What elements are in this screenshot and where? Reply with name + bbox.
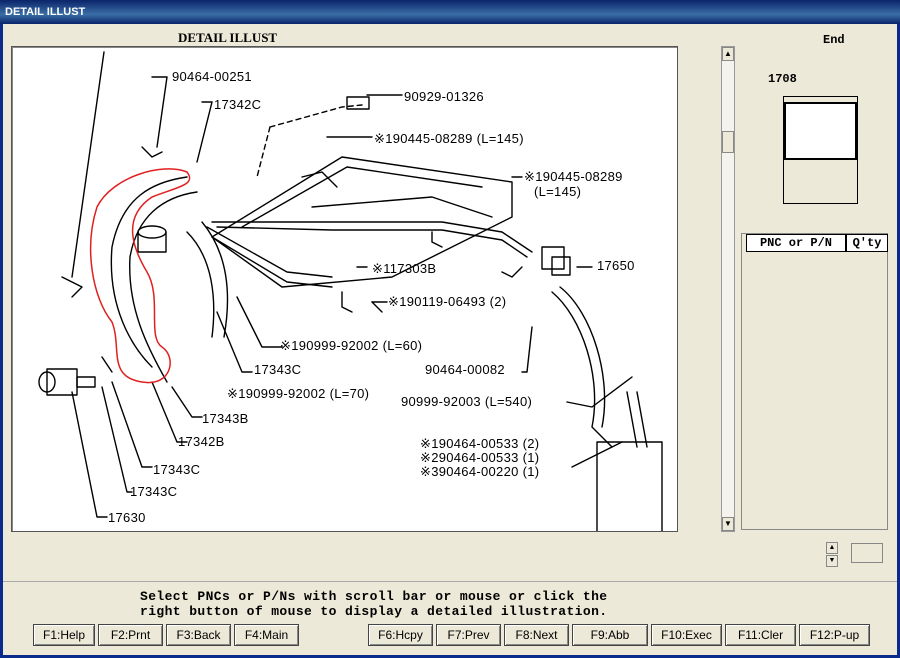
window-titlebar: DETAIL ILLUST xyxy=(0,0,900,24)
highlight-loop xyxy=(89,168,191,384)
callout-190464-00533[interactable]: ※190464-00533 (2) xyxy=(420,436,540,451)
callout-190999-92002-l70[interactable]: ※190999-92002 (L=70) xyxy=(227,386,370,401)
column-header-qty: Q'ty xyxy=(846,234,888,252)
callout-17630[interactable]: 17630 xyxy=(108,510,146,525)
f3-back-button[interactable]: F3:Back xyxy=(166,624,231,646)
illustration-scrollbar[interactable]: ▲ ▼ xyxy=(721,46,735,532)
status-message: Select PNCs or P/Ns with scroll bar or m… xyxy=(140,589,607,619)
scroll-thumb[interactable] xyxy=(722,131,734,153)
f12-popup-button[interactable]: F12:P-up xyxy=(799,624,870,646)
end-label: End xyxy=(823,33,845,47)
f1-help-button[interactable]: F1:Help xyxy=(33,624,95,646)
parts-diagram[interactable] xyxy=(12,47,678,532)
hose-right xyxy=(551,291,613,448)
scroll-up-arrow-icon[interactable]: ▲ xyxy=(722,47,734,61)
quantity-box[interactable] xyxy=(851,543,883,563)
f2-print-button[interactable]: F2:Prnt xyxy=(98,624,163,646)
f10-exec-button[interactable]: F10:Exec xyxy=(651,624,722,646)
thumbnail-viewport[interactable] xyxy=(784,102,857,160)
spin-up-icon[interactable]: ▲ xyxy=(826,542,838,554)
callout-17343c-mid[interactable]: 17343C xyxy=(254,362,302,377)
page-number: 1708 xyxy=(768,72,797,86)
callout-190999-92002-l60[interactable]: ※190999-92002 (L=60) xyxy=(280,338,423,353)
callout-90929-01326[interactable]: 90929-01326 xyxy=(404,89,484,104)
callout-17343b[interactable]: 17343B xyxy=(202,411,249,426)
clamp-top xyxy=(346,96,370,110)
canister-body xyxy=(211,156,513,288)
callout-390464-00220[interactable]: ※390464-00220 (1) xyxy=(420,464,540,479)
callout-190445-08289-b[interactable]: ※190445-08289 xyxy=(524,169,623,184)
f8-next-button[interactable]: F8:Next xyxy=(504,624,569,646)
callout-190119-06493[interactable]: ※190119-06493 (2) xyxy=(388,294,507,309)
f9-abbreviation-button[interactable]: F9:Abb xyxy=(572,624,648,646)
navigation-thumbnail[interactable] xyxy=(783,96,858,204)
callout-90464-00082[interactable]: 90464-00082 xyxy=(425,362,505,377)
f7-prev-button[interactable]: F7:Prev xyxy=(436,624,501,646)
quantity-spinner[interactable]: ▲ ▼ xyxy=(826,542,840,568)
scroll-down-arrow-icon[interactable]: ▼ xyxy=(722,517,734,531)
f4-main-button[interactable]: F4:Main xyxy=(234,624,299,646)
callout-290464-00533[interactable]: ※290464-00533 (1) xyxy=(420,450,540,465)
f6-hardcopy-button[interactable]: F6:Hcpy xyxy=(368,624,433,646)
parts-table[interactable]: PNC or P/N Q'ty xyxy=(741,233,888,530)
hose-left-b xyxy=(129,191,198,383)
spin-down-icon[interactable]: ▼ xyxy=(826,555,838,567)
callout-190445-08289-a[interactable]: ※190445-08289 (L=145) xyxy=(374,131,524,146)
filter-body xyxy=(596,441,663,531)
callout-190445-08289-b-len[interactable]: (L=145) xyxy=(534,184,582,199)
hose-mid xyxy=(186,231,215,338)
valve-block xyxy=(541,246,565,270)
callout-117303b[interactable]: ※117303B xyxy=(372,261,437,276)
hose-left-a xyxy=(110,176,188,368)
callout-90999-92003[interactable]: 90999-92003 (L=540) xyxy=(401,394,533,409)
callout-17650[interactable]: 17650 xyxy=(597,258,635,273)
callout-90464-00251[interactable]: 90464-00251 xyxy=(172,69,252,84)
canister-top xyxy=(241,166,483,228)
f11-clear-button[interactable]: F11:Cler xyxy=(725,624,796,646)
illustration-title: DETAIL ILLUST xyxy=(178,30,278,45)
callout-17343c-lower-b[interactable]: 17343C xyxy=(130,484,178,499)
callout-17343c-lower-a[interactable]: 17343C xyxy=(153,462,201,477)
illustration-canvas[interactable]: 90464-00251 17342C 90929-01326 ※190445-0… xyxy=(11,46,678,532)
callout-17342c-top[interactable]: 17342C xyxy=(214,97,262,112)
column-header-pnc: PNC or P/N xyxy=(746,234,846,252)
callout-17342b[interactable]: 17342B xyxy=(178,434,225,449)
status-line-2: right button of mouse to display a detai… xyxy=(140,604,608,619)
status-line-1: Select PNCs or P/Ns with scroll bar or m… xyxy=(140,589,608,604)
